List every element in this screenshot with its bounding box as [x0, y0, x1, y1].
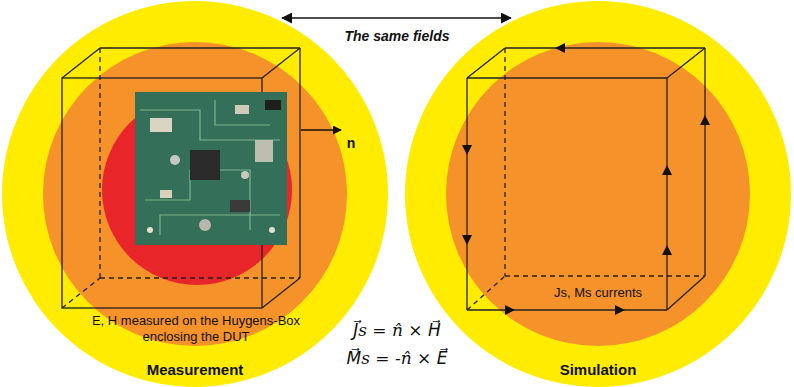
- box-outline: [467, 48, 705, 310]
- outer-field-region: Measurement E, H measured on the Huygens-…: [2, 1, 388, 387]
- pcb-capacitor: [241, 171, 249, 179]
- normal-vector-arrow: [301, 129, 341, 130]
- pcb-component: [235, 105, 249, 114]
- box-edge: [299, 48, 300, 278]
- box-edge: [667, 48, 705, 78]
- current-direction-arrow: [462, 235, 472, 245]
- box-edge: [505, 47, 705, 48]
- hidden-edge: [467, 276, 505, 310]
- current-direction-arrow: [700, 115, 710, 125]
- pcb-capacitor: [170, 155, 180, 165]
- box-edge: [666, 78, 667, 310]
- double-arrow: [282, 17, 511, 19]
- box-edge: [704, 48, 705, 276]
- region-outline: [405, 1, 791, 387]
- field-circle: [2, 1, 388, 387]
- pcb-tint: [135, 92, 287, 245]
- outer-field-region: Simulation Js, Ms currents: [405, 1, 791, 387]
- vector-label: n: [339, 135, 363, 152]
- section-title: Measurement: [110, 361, 280, 379]
- pcb-chip: [190, 150, 220, 180]
- text-holder: Simulation: [513, 361, 683, 379]
- field-circle: [102, 95, 292, 285]
- pcb-trace: [140, 100, 280, 235]
- text-holder: Js, Ms currents: [513, 285, 683, 301]
- box-edge: [100, 47, 300, 48]
- current-direction-arrow: [505, 305, 515, 315]
- current-direction-arrow: [615, 305, 625, 315]
- hidden-edge: [504, 48, 505, 276]
- text-holder: Measurement: [110, 361, 280, 379]
- current-caption: Js, Ms currents: [513, 285, 683, 301]
- pcb-component: [150, 118, 172, 132]
- pcb-pad: [269, 227, 275, 233]
- equation: J⃗s = n̂ × H⃗: [322, 320, 472, 340]
- text-holder: The same fields: [317, 28, 477, 45]
- field-circle: [405, 1, 791, 387]
- box-edge: [466, 78, 467, 310]
- field-circle: [43, 42, 347, 346]
- pcb-component: [230, 200, 250, 212]
- region-outline: [43, 42, 347, 346]
- pcb-component: [255, 140, 273, 162]
- text-holder: M⃗s = -n̂ × E⃗: [322, 348, 472, 368]
- field-circle: [446, 42, 750, 346]
- text-holder: J⃗s = n̂ × H⃗: [322, 320, 472, 340]
- pcb-component: [160, 190, 172, 198]
- current-direction-arrow: [555, 43, 565, 53]
- text-holder: E, H measured on the Huygens-Box enclosi…: [76, 313, 316, 344]
- region-caption: E, H measured on the Huygens-Box enclosi…: [76, 313, 316, 344]
- pcb-connector: [265, 100, 281, 110]
- box-edge: [467, 48, 505, 78]
- section-title: Simulation: [513, 361, 683, 379]
- near-field-region: E, H measured on the Huygens-Box enclosi…: [43, 42, 347, 346]
- box-edge: [467, 309, 667, 310]
- equation: M⃗s = -n̂ × E⃗: [322, 348, 472, 368]
- huygens-box: Js, Ms currents: [467, 48, 705, 310]
- edge-label: The same fields: [317, 28, 477, 45]
- hidden-edge: [505, 275, 705, 276]
- current-direction-arrow: [662, 245, 672, 255]
- text-holder: n: [339, 135, 363, 152]
- pcb-capacitor: [199, 219, 211, 231]
- current-direction-arrow: [462, 145, 472, 155]
- box-edge: [667, 276, 705, 310]
- box-edge: [467, 77, 667, 78]
- pcb-pad: [147, 227, 153, 233]
- pcb-photo: [135, 92, 287, 245]
- pcb-board: [135, 92, 287, 245]
- current-direction-arrow: [662, 165, 672, 175]
